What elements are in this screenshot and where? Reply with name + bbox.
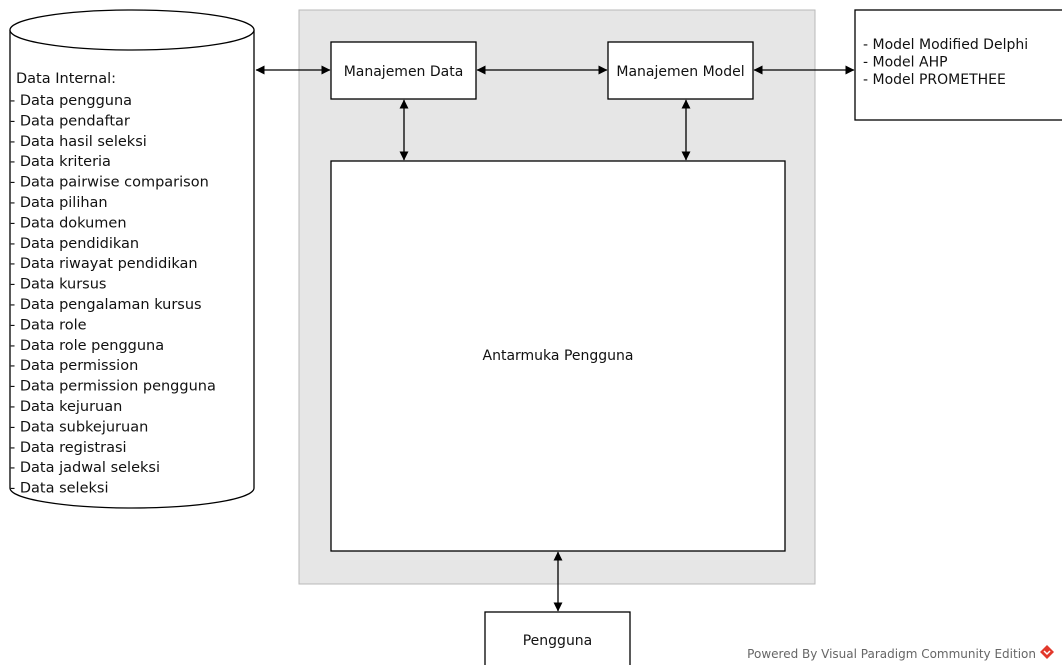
data-management-label: Manajemen Data [344,64,464,80]
database-item-list: - Data pengguna - Data pendaftar - Data ha… [10,93,216,497]
database-item: - Data dokumen [10,215,127,231]
data-management-component[interactable]: Manajemen Data [330,41,477,100]
database-item: - Data subkejuruan [10,419,148,435]
data-management-box [330,41,477,100]
database-item: - Data hasil seleksi [10,134,147,150]
model-item: - Model AHP [863,55,948,71]
model-management-label: Manajemen Model [616,64,744,80]
user-label: Pengguna [523,633,593,649]
database-item: - Data pendidikan [10,236,139,252]
database-item: - Data kursus [10,277,106,293]
visual-paradigm-logo-icon [1040,645,1054,659]
database-item: - Data registrasi [10,440,127,456]
internal-database[interactable]: Data Internal: - Data pengguna- Data pen… [9,9,255,509]
database-item: - Data jadwal seleksi [10,460,160,476]
database-item: - Data kriteria [10,154,111,170]
model-management-box [607,41,754,100]
database-item: - Data riwayat pendidikan [10,256,198,272]
database-item: - Data role [10,317,87,333]
database-item: - Data pilihan [10,195,108,211]
models-component[interactable]: - Model Modified Delphi - Model AHP- Mode… [854,9,1062,121]
database-item: - Data permission pengguna [10,379,216,395]
database-item: - Data pendaftar [10,113,130,129]
database-item: - Data pairwise comparison [10,175,209,191]
model-item: - Model Modified Delphi [863,37,1028,53]
database-item: - Data role pengguna [10,338,164,354]
database-item: - Data kejuruan [10,399,122,415]
database-item: - Data seleksi [10,481,108,497]
database-item: - Data permission [10,358,138,374]
footer-credit: Powered By Visual Paradigm Community Edi… [747,647,1036,661]
models-box [854,9,1062,121]
database-top [9,9,255,51]
user-interface-box [330,160,786,552]
user-interface-component[interactable]: Antarmuka Pengguna [330,160,786,552]
database-item: - Data pengalaman kursus [10,297,202,313]
user-component[interactable]: Pengguna [484,611,631,665]
model-item-list: - Model Modified Delphi - Model AHP- Mode… [863,37,1028,88]
model-management-component[interactable]: Manajemen Model [607,41,754,100]
user-interface-label: Antarmuka Pengguna [483,348,634,364]
database-item: - Data pengguna [10,93,132,109]
user-box [484,611,631,665]
database-body [9,30,255,509]
model-item: - Model PROMETHEE [863,72,1006,88]
database-title: Data Internal: [16,71,116,87]
